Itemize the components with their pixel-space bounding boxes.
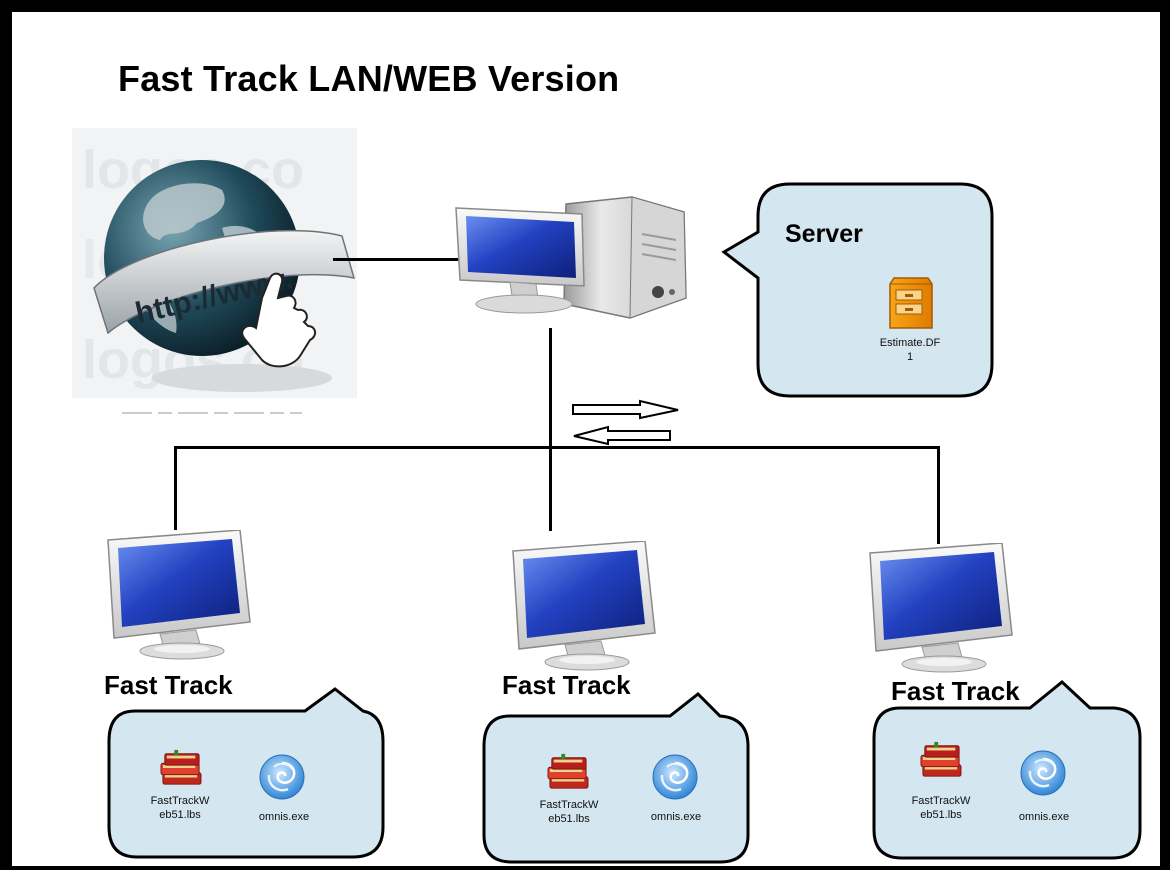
client-2-lbs-icon: [547, 753, 589, 789]
globe-www-icon: logos.co logos.co logos.co http://www.: [72, 128, 362, 418]
client-3-omnis-icon: [1020, 750, 1066, 796]
server-computer-icon: [455, 196, 687, 319]
estimate-df1-icon: [889, 277, 933, 329]
data-flow-arrows: [572, 399, 679, 446]
diagram-title: Fast Track LAN/WEB Version: [118, 58, 620, 99]
client-3-lbs-icon: [920, 741, 962, 777]
lan-drop-left: [174, 446, 177, 530]
client-2-monitor-icon: [512, 541, 656, 671]
client-1-omnis-caption: omnis.exe: [258, 811, 310, 823]
server-label: Server: [785, 220, 863, 248]
client-3-bubble: [872, 680, 1142, 860]
client-1-omnis-icon: [259, 754, 305, 800]
client-2-omnis-caption: omnis.exe: [650, 811, 702, 823]
client-2-omnis-icon: [652, 754, 698, 800]
web-to-server-line: [333, 258, 459, 261]
server-downlink: [549, 328, 552, 531]
lan-drop-right: [937, 446, 940, 544]
client-3-label: Fast Track: [891, 676, 1020, 706]
server-bubble: [721, 182, 994, 398]
client-1-bubble: [107, 687, 385, 859]
client-3-omnis-caption: omnis.exe: [1018, 811, 1070, 823]
estimate-df1-caption: Estimate.DF 1: [879, 337, 941, 363]
client-1-label: Fast Track: [104, 670, 233, 700]
client-3-monitor-icon: [869, 543, 1013, 673]
client-1-lbs-icon: [160, 749, 202, 785]
client-2-label: Fast Track: [502, 670, 631, 700]
client-2-bubble: [482, 691, 750, 864]
client-1-monitor-icon: [107, 530, 251, 660]
lan-bus: [174, 446, 940, 449]
